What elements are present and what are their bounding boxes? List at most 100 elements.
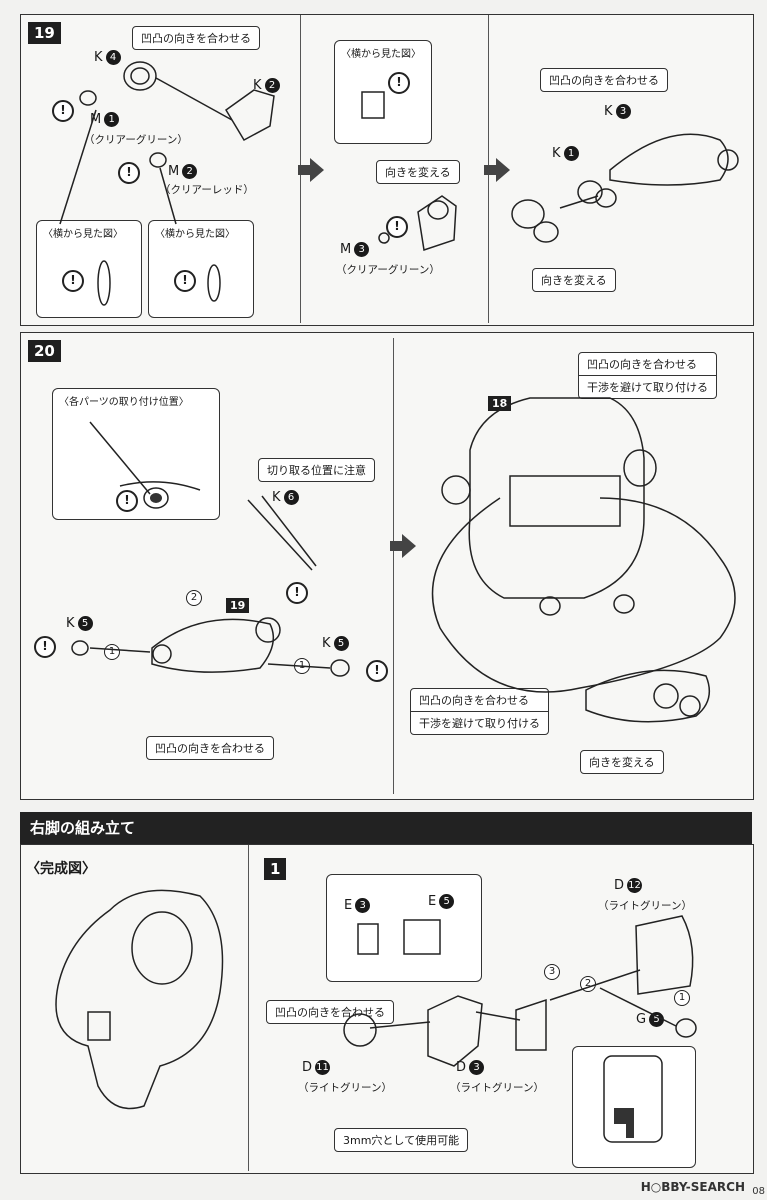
k1-cluster (577, 180, 603, 204)
caution-icon: ! (116, 490, 138, 512)
part-e5 (403, 919, 441, 955)
label-m3-color: （クリアーグリーン） (336, 264, 440, 276)
side-view-caption: 〈横から見た図〉 (341, 49, 421, 60)
step1-number: 1 (264, 858, 287, 880)
part-d11-disc (343, 1013, 377, 1047)
caution-icon: ! (62, 270, 84, 292)
part-g5 (675, 1018, 697, 1038)
side-view-lens-2 (207, 264, 221, 302)
part-k5-right (330, 659, 350, 677)
step19-number: 19 (28, 22, 61, 44)
part-d12 (635, 915, 694, 995)
part-bracket-mid (417, 195, 457, 251)
caution-icon: ! (286, 582, 308, 604)
label-m1-color: （クリアーグリーン） (84, 134, 188, 146)
detail-inset (572, 1046, 696, 1168)
pin-part (89, 421, 151, 495)
shoulder-arm (585, 669, 711, 723)
completed-label: 〈完成図〉 (26, 861, 96, 877)
flow-arrow (298, 158, 324, 182)
ref-19: 19 (226, 598, 250, 613)
cable-loop (431, 497, 736, 693)
inset-part (603, 1055, 663, 1143)
order-marker-1: 1 (104, 644, 120, 660)
arm-assembly (151, 618, 275, 673)
tweezers (247, 499, 313, 571)
step19-align-callout-2: 凹凸の向きを合わせる (540, 68, 668, 92)
label-d11-color: （ライトグリーン） (298, 1082, 392, 1094)
change-direction-callout: 向きを変える (376, 160, 460, 184)
part-k4-dial (123, 61, 157, 91)
caution-icon: ! (386, 216, 408, 238)
part-k5-left (71, 640, 89, 656)
right-mid-line-1: 凹凸の向きを合わせる (419, 694, 529, 707)
part-d11-shell (427, 995, 483, 1067)
cut-note-callout: 切り取る位置に注意 (258, 458, 375, 482)
side-view-lens-1 (97, 260, 111, 306)
label-d3-color: （ライトグリーン） (450, 1082, 544, 1094)
flow-arrow (484, 158, 510, 182)
label-m2-color: （クリアーレッド） (160, 184, 254, 196)
side-view-box-2: 〈横から見た図〉 (148, 220, 254, 318)
part-m1-lens (79, 90, 97, 106)
caution-icon: ! (388, 72, 410, 94)
caution-icon: ! (34, 636, 56, 658)
step19-align-callout: 凹凸の向きを合わせる (132, 26, 260, 50)
right-top-callout: 凹凸の向きを合わせる 干渉を避けて取り付ける (578, 352, 717, 399)
right-mid-line-2: 干渉を避けて取り付ける (411, 711, 548, 734)
side-view-box-1: 〈横から見た図〉 (36, 220, 142, 318)
order-marker-2: 2 (186, 590, 202, 606)
hole-note-callout: 3mm穴として使用可能 (334, 1128, 469, 1152)
side-view-part-3 (361, 91, 385, 119)
right-top-line-1: 凹凸の向きを合わせる (587, 358, 697, 371)
caution-icon: ! (366, 660, 388, 682)
step20-divider (393, 338, 394, 794)
part-k2-bracket (225, 89, 275, 141)
part-d3 (515, 998, 547, 1051)
side-view-caption: 〈横から見た図〉 (155, 229, 235, 240)
caution-icon: ! (174, 270, 196, 292)
align-callout-bottom: 凹凸の向きを合わせる (146, 736, 274, 760)
section-divider (248, 845, 249, 1171)
right-mid-callout: 凹凸の向きを合わせる 干渉を避けて取り付ける (410, 688, 549, 735)
right-top-line-2: 干渉を避けて取り付ける (579, 375, 716, 398)
label-d12-color: （ライトグリーン） (598, 900, 692, 912)
flow-arrow (390, 534, 416, 558)
section-title: 右脚の組み立て (20, 812, 752, 844)
change-direction-callout-2: 向きを変える (532, 268, 616, 292)
part-m2-lens (149, 152, 167, 168)
torso-shape (468, 397, 645, 599)
order-marker-2: 2 (580, 976, 596, 992)
mount-position-caption: 〈各パーツの取り付け位置〉 (59, 397, 189, 408)
change-direction-callout-3: 向きを変える (580, 750, 664, 774)
watermark: H○BBY-SEARCH (640, 1180, 745, 1194)
side-view-caption: 〈横から見た図〉 (43, 229, 123, 240)
order-marker-3: 3 (544, 964, 560, 980)
arm-part (609, 133, 729, 186)
step20-number: 20 (28, 340, 61, 362)
caution-icon: ! (52, 100, 74, 122)
page-number: 08 (752, 1186, 765, 1197)
side-view-box-3: 〈横から見た図〉 (334, 40, 432, 144)
completed-leg (55, 889, 224, 1110)
part-e3 (357, 923, 379, 955)
caution-icon: ! (118, 162, 140, 184)
order-marker-1: 1 (674, 990, 690, 1006)
part-m3-lens (378, 232, 390, 244)
